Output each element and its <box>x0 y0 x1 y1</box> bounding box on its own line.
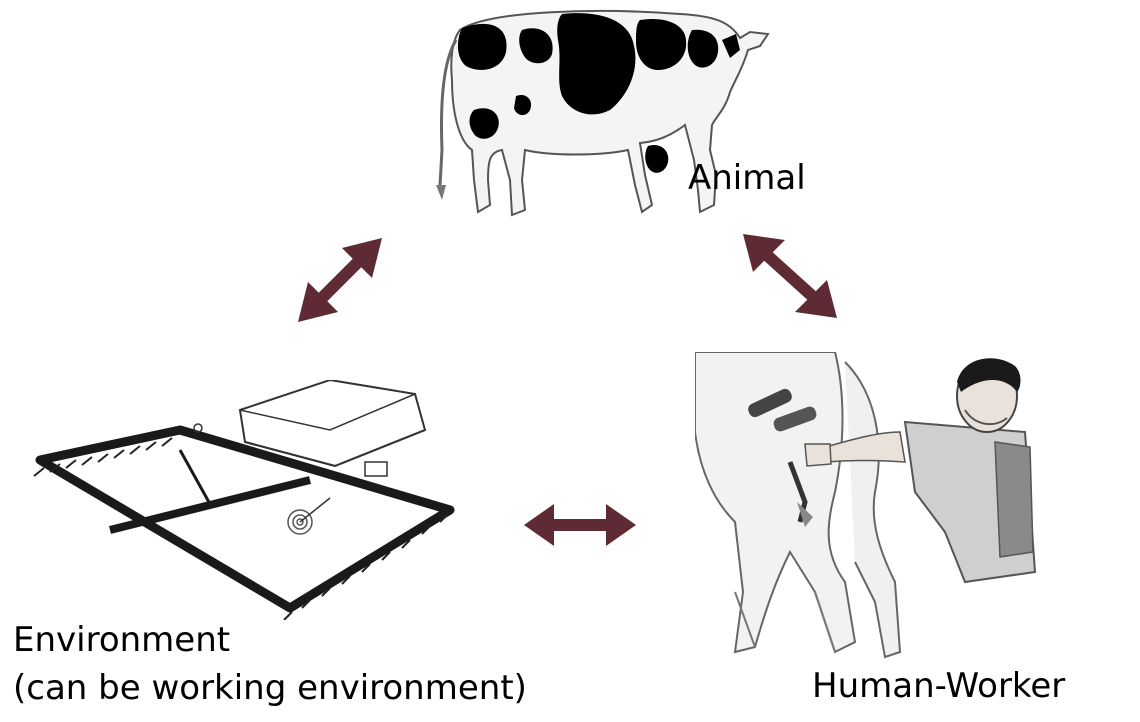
barn-paddock-illustration <box>30 380 470 620</box>
milking-worker-illustration <box>695 352 1040 662</box>
arrow-environment-worker <box>520 500 640 550</box>
animal-label: Animal <box>688 158 806 199</box>
environment-sublabel: (can be working environment) <box>13 668 527 709</box>
arrow-animal-worker <box>735 226 845 326</box>
arrow-environment-animal <box>290 230 390 330</box>
environment-label: Environment <box>13 620 230 661</box>
human-worker-label: Human-Worker <box>812 666 1065 707</box>
